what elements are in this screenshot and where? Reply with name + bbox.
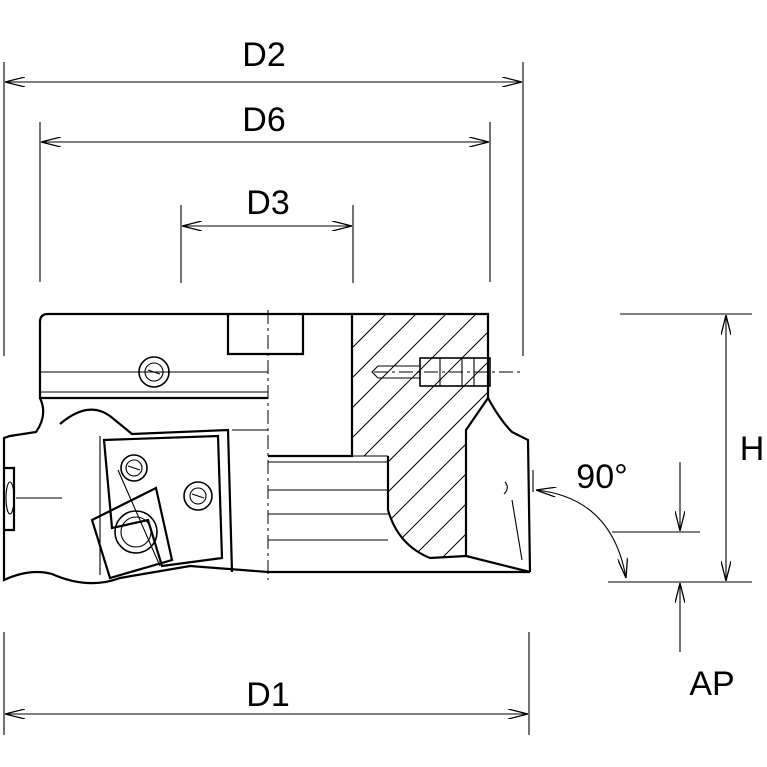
label-d2: D2 (242, 36, 285, 74)
dimension-d3: D3 (182, 184, 352, 226)
label-d6: D6 (242, 101, 285, 139)
label-h: H (740, 430, 765, 468)
label-d1: D1 (246, 676, 289, 714)
dimension-h: H (608, 313, 765, 583)
section-hatching (352, 314, 488, 558)
extension-lines (3, 62, 530, 735)
center-lines (40, 310, 520, 580)
label-ap: AP (689, 665, 734, 703)
dimension-d1: D1 (5, 676, 528, 714)
label-d3: D3 (246, 184, 289, 222)
cutter-body-right (268, 312, 532, 574)
dimension-d6: D6 (41, 101, 489, 142)
cutter-body-left (2, 312, 305, 585)
dimension-ap: AP (612, 462, 735, 703)
dimension-d2: D2 (5, 36, 522, 82)
label-angle: 90° (576, 458, 627, 496)
angle-90: 90° (532, 458, 628, 578)
